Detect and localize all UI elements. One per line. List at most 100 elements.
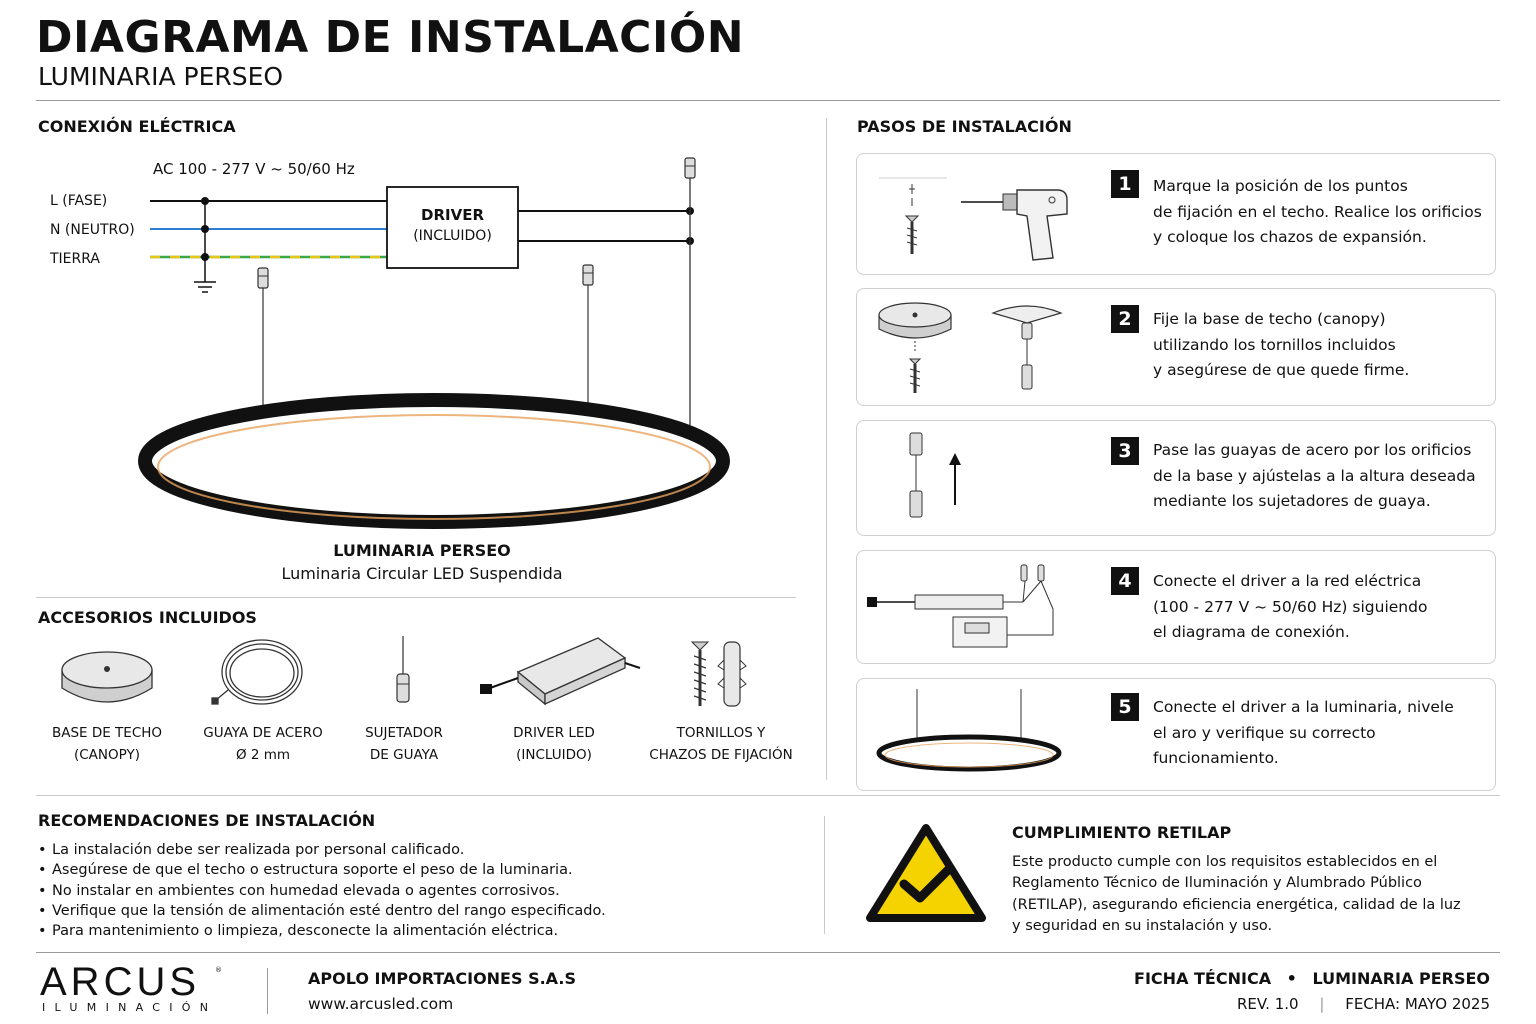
- brand-subtitle: ILUMINACIÓN: [42, 1001, 218, 1014]
- step-line: Marque la posición de los puntos: [1153, 177, 1408, 195]
- sheet-title: FICHA TÉCNICA • LUMINARIA PERSEO: [1134, 969, 1490, 988]
- driver-title: DRIVER: [421, 206, 484, 224]
- step-number: 1: [1111, 170, 1139, 198]
- step-number: 5: [1111, 693, 1139, 721]
- checkmark-icon: [899, 865, 953, 903]
- product-name: LUMINARIA PERSEO: [333, 541, 511, 560]
- header-divider: [36, 100, 1500, 101]
- supply-voltage-label: AC 100 - 277 V ~ 50/60 Hz: [153, 160, 355, 178]
- step-number: 4: [1111, 567, 1139, 595]
- sheet-product: LUMINARIA PERSEO: [1312, 969, 1490, 988]
- step-line: y coloque los chazos de expansión.: [1153, 228, 1427, 246]
- accessory-label-line: DRIVER LED: [513, 725, 595, 741]
- accessory-label-canopy: BASE DE TECHO (CANOPY): [32, 722, 182, 766]
- step-line: Conecte el driver a la red eléctrica: [1153, 572, 1422, 590]
- retilap-line: (RETILAP), asegurando eficiencia energét…: [1012, 896, 1461, 913]
- list-item: La instalación debe ser realizada por pe…: [38, 840, 606, 861]
- wire-ground-label: TIERRA: [50, 251, 100, 267]
- perseo-ring-luminaire: [138, 393, 730, 529]
- step-line: Pase las guayas de acero por los orifici…: [1153, 441, 1472, 459]
- drill-icon: [879, 177, 1068, 261]
- retilap-body: Este producto cumple con los requisitos …: [1012, 852, 1482, 937]
- revision-label: REV. 1.0: [1236, 995, 1299, 1013]
- wiring-diagram: [138, 157, 730, 529]
- canopy-icon: [61, 651, 153, 703]
- retilap-warning-icon: [866, 824, 986, 922]
- step-card-5: 5 Conecte el driver a la luminaria, nive…: [856, 678, 1496, 791]
- step-text-2: Fije la base de techo (canopy) utilizand…: [1153, 307, 1409, 384]
- recommendations-divider: [36, 795, 1500, 796]
- sheet-revision-info: REV. 1.0 | FECHA: MAYO 2025: [1237, 995, 1490, 1013]
- step-line: el diagrama de conexión.: [1153, 623, 1350, 641]
- step-text-5: Conecte el driver a la luminaria, nivele…: [1153, 695, 1454, 772]
- accessory-label-line: (INCLUIDO): [516, 747, 592, 763]
- steps-section-title: PASOS DE INSTALACIÓN: [857, 117, 1072, 136]
- cable-gripper-icon: [396, 636, 410, 703]
- accessories-section-title: ACCESORIOS INCLUIDOS: [38, 608, 257, 627]
- footer-divider: [36, 952, 1500, 953]
- company-name: APOLO IMPORTACIONES S.A.S: [308, 969, 576, 988]
- recommendations-list: La instalación debe ser realizada por pe…: [38, 840, 606, 942]
- accessory-label-line: TORNILLOS Y: [676, 725, 766, 741]
- electrical-section-title: CONEXIÓN ELÉCTRICA: [38, 117, 236, 136]
- step-line: y asegúrese de que quede firme.: [1153, 361, 1410, 379]
- accessory-label-driver: DRIVER LED (INCLUIDO): [479, 722, 629, 766]
- step-line: Conecte el driver a la luminaria, nivele: [1153, 698, 1454, 716]
- accessory-label-cable: GUAYA DE ACERO Ø 2 mm: [188, 722, 338, 766]
- accessory-label-line: (CANOPY): [73, 747, 140, 763]
- led-driver-icon: [480, 637, 641, 706]
- step-line: funcionamiento.: [1153, 749, 1279, 767]
- accessory-label-line: GUAYA DE ACERO: [203, 725, 323, 741]
- retilap-line: Este producto cumple con los requisitos …: [1012, 854, 1438, 870]
- accessory-icons: [61, 636, 747, 707]
- step-line: de la base y ajústelas a la altura desea…: [1153, 466, 1476, 485]
- company-website[interactable]: www.arcusled.com: [308, 995, 454, 1013]
- step-number: 3: [1111, 437, 1139, 465]
- accessory-label-gripper: SUJETADOR DE GUAYA: [329, 722, 479, 766]
- registered-mark: ®: [215, 966, 222, 974]
- accessory-label-line: SUJETADOR: [365, 725, 443, 741]
- step-card-1: 1 Marque la posición de los puntos de fi…: [856, 153, 1496, 275]
- list-item: Asegúrese de que el techo o estructura s…: [38, 860, 606, 881]
- cable-gripper-icon: [582, 264, 594, 286]
- step-line: Fije la base de techo (canopy): [1153, 310, 1386, 328]
- driver-subtitle: (INCLUIDO): [413, 228, 492, 244]
- steel-cable-icon: [211, 639, 303, 705]
- step-number: 2: [1111, 305, 1139, 333]
- page-title: DIAGRAMA DE INSTALACIÓN: [36, 12, 745, 63]
- page-subtitle: LUMINARIA PERSEO: [38, 62, 284, 91]
- step-card-3: 3 Pase las guayas de acero por los orifi…: [856, 420, 1496, 536]
- accessory-label-line: CHAZOS DE FIJACIÓN: [649, 747, 793, 763]
- step-line: (100 - 277 V ~ 50/60 Hz) siguiendo: [1153, 597, 1428, 616]
- list-item: No instalar en ambientes con humedad ele…: [38, 881, 606, 902]
- step-text-1: Marque la posición de los puntos de fija…: [1153, 174, 1482, 251]
- column-divider: [826, 118, 827, 780]
- brand-logo: ARCUS: [40, 960, 201, 1004]
- step-line: el aro y verifique su correcto: [1153, 723, 1376, 742]
- wire-phase-label: L (FASE): [50, 193, 108, 209]
- accessory-label-line: DE GUAYA: [369, 747, 439, 763]
- driver-box: [386, 186, 519, 269]
- step-text-4: Conecte el driver a la red eléctrica (10…: [1153, 569, 1427, 646]
- accessory-label-line: Ø 2 mm: [235, 747, 291, 763]
- retilap-line: Reglamento Técnico de Iluminación y Alum…: [1012, 875, 1422, 892]
- retilap-title: CUMPLIMIENTO RETILAP: [1012, 823, 1232, 842]
- brand-divider: [267, 968, 268, 1014]
- step-card-2: 2 Fije la base de techo (canopy) utiliza…: [856, 288, 1496, 406]
- step-line: utilizando los tornillos incluidos: [1153, 335, 1396, 354]
- bottom-column-divider: [824, 816, 825, 934]
- date-label: FECHA: MAYO 2025: [1345, 995, 1490, 1013]
- ring-level-icon: [876, 689, 1062, 772]
- accessory-label-screws: TORNILLOS Y CHAZOS DE FIJACIÓN: [646, 722, 796, 766]
- step-line: mediante los sujetadores de guaya.: [1153, 492, 1431, 510]
- accessory-label-line: BASE DE TECHO: [51, 725, 163, 741]
- sheet-separator: •: [1286, 969, 1297, 988]
- earth-ground-icon: [194, 281, 216, 293]
- driver-box-label: DRIVER (INCLUIDO): [387, 187, 518, 244]
- driver-connection-icon: [867, 564, 1054, 648]
- step-card-4: 4 Conecte el driver a la red eléctrica (…: [856, 550, 1496, 664]
- product-description: Luminaria Circular LED Suspendida: [281, 564, 563, 583]
- accessories-divider: [36, 597, 796, 598]
- step-line: de fijación en el techo. Realice los ori…: [1153, 202, 1482, 221]
- cable-gripper-icon: [684, 157, 696, 179]
